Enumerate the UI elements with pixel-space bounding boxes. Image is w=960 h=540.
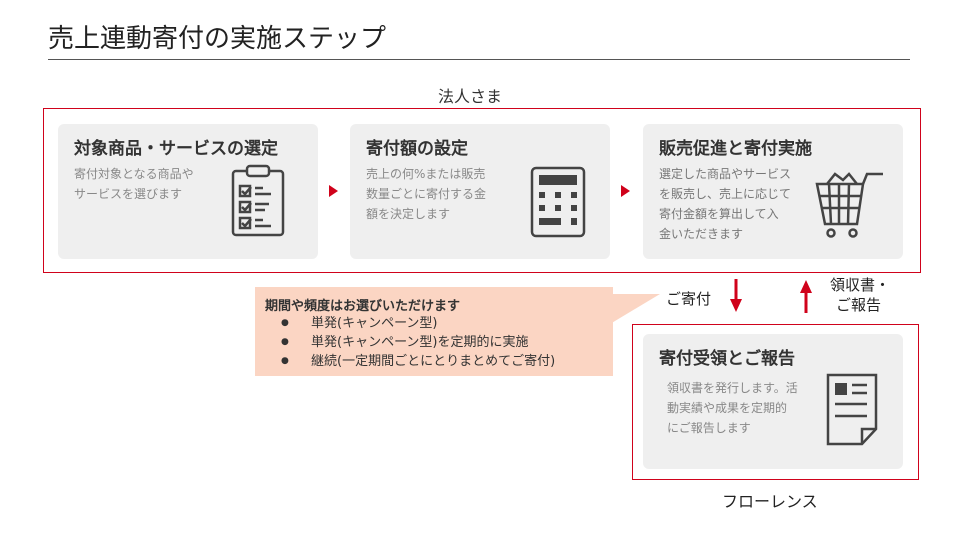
arrow-up-icon [800,280,812,313]
step-card-report: 寄付受領とご報告 領収書を発行します。活 動実績や成果を定期的 にご報告します [643,334,903,469]
step-title: 対象商品・サービスの選定 [74,139,278,159]
step-desc: 寄付対象となる商品や サービスを選びます [74,167,194,201]
shopping-cart-icon [815,172,883,238]
donation-label: ご寄付 [666,290,712,308]
step-card-amount: 寄付額の設定 売上の何%または販売 数量ごとに寄付する金 額を決定します [350,124,610,259]
page-title: 売上連動寄付の実施ステップ [48,24,387,54]
title-divider [48,59,910,60]
callout-item: 単発(キャンペーン型) [281,314,555,333]
frequency-callout: 期間や頻度はお選びいただけます 単発(キャンペーン型) 単発(キャンペーン型)を… [255,287,613,376]
step-desc: 領収書を発行します。活 動実績や成果を定期的 にご報告します [667,381,798,435]
callout-item: 単発(キャンペーン型)を定期的に実施 [281,333,555,352]
report-label-line: 領収書・ [830,276,891,294]
report-label-line: ご報告 [836,296,882,314]
report-label: 領収書・ ご報告 [830,275,890,315]
step-card-sales: 販売促進と寄付実施 選定した商品やサービス を販売し、売上に応じて 寄付金額を算… [643,124,903,259]
corporate-label: 法人さま [438,87,503,106]
callout-heading: 期間や頻度はお選びいただけます [265,299,461,314]
callout-item: 継続(一定期間ごとにとりまとめてご寄付) [281,352,555,371]
step-arrow-icon [329,185,338,197]
clipboard-checklist-icon [231,164,285,237]
calculator-icon [530,166,586,238]
arrow-down-icon [730,279,742,312]
corporate-section [43,108,921,273]
florence-section [632,324,919,480]
callout-tail [610,294,660,324]
florence-label: フローレンス [722,492,818,511]
step-desc: 売上の何%または販売 数量ごとに寄付する金 額を決定します [366,167,487,221]
step-title: 寄付額の設定 [366,139,468,159]
step-title: 販売促進と寄付実施 [659,139,812,159]
document-icon [826,373,878,446]
step-title: 寄付受領とご報告 [659,349,795,369]
step-card-select: 対象商品・サービスの選定 寄付対象となる商品や サービスを選びます [58,124,318,259]
step-desc: 選定した商品やサービス を販売し、売上に応じて 寄付金額を算出して入 金いただき… [659,167,792,241]
step-arrow-icon [621,185,630,197]
